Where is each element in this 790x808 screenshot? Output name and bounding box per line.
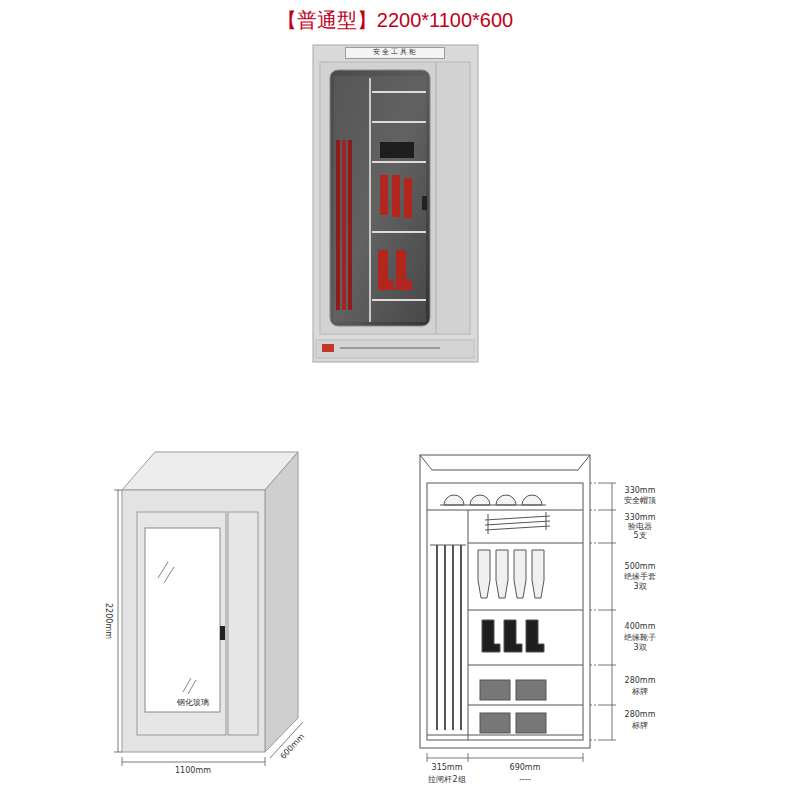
dimension-label: 330mm [625, 514, 656, 523]
dimension-label: 315mm [432, 764, 463, 773]
dimension-lines [427, 483, 616, 762]
plate-text: 安全工具柜 [346, 49, 444, 57]
dimension-label: 钢化玻璃 [177, 699, 209, 708]
dimension-label: 280mm [625, 711, 656, 720]
title: 【普通型】2200*1100*600 [277, 9, 513, 31]
dimension-label: 500mm [625, 563, 656, 572]
dimension-label: 2200mm [104, 603, 113, 639]
dimension-label: 400mm [625, 623, 656, 632]
dimension-label: 验电器 [628, 523, 652, 532]
dimension-label: 600mm [279, 733, 306, 762]
name-plate: 安全工具柜 [345, 47, 445, 59]
dimension-label: 280mm [625, 677, 656, 686]
dimension-label: 690mm [510, 764, 541, 773]
dimension-label: 3双 [633, 583, 646, 592]
dimension-label: ---- [519, 776, 531, 785]
dimension-label: 绝缘靴子 [624, 634, 656, 643]
dimension-label: 绝缘手套 [624, 573, 656, 582]
dimension-label: 3双 [633, 644, 646, 653]
dimension-label: 标牌 [632, 688, 648, 697]
dimension-label: 5支 [633, 532, 646, 541]
dimension-label: 330mm [625, 487, 656, 496]
dimension-label: 1100mm [175, 767, 211, 776]
dimension-label: 安全帽顶 [624, 497, 656, 506]
dimension-label: 标牌 [632, 722, 648, 731]
cabinet-photo [313, 45, 478, 362]
dimension-label: 拉闸杆2组 [428, 776, 465, 785]
cabinet-interior [420, 455, 590, 748]
dimension-lines [114, 490, 303, 766]
cabinet-outline [122, 452, 298, 752]
